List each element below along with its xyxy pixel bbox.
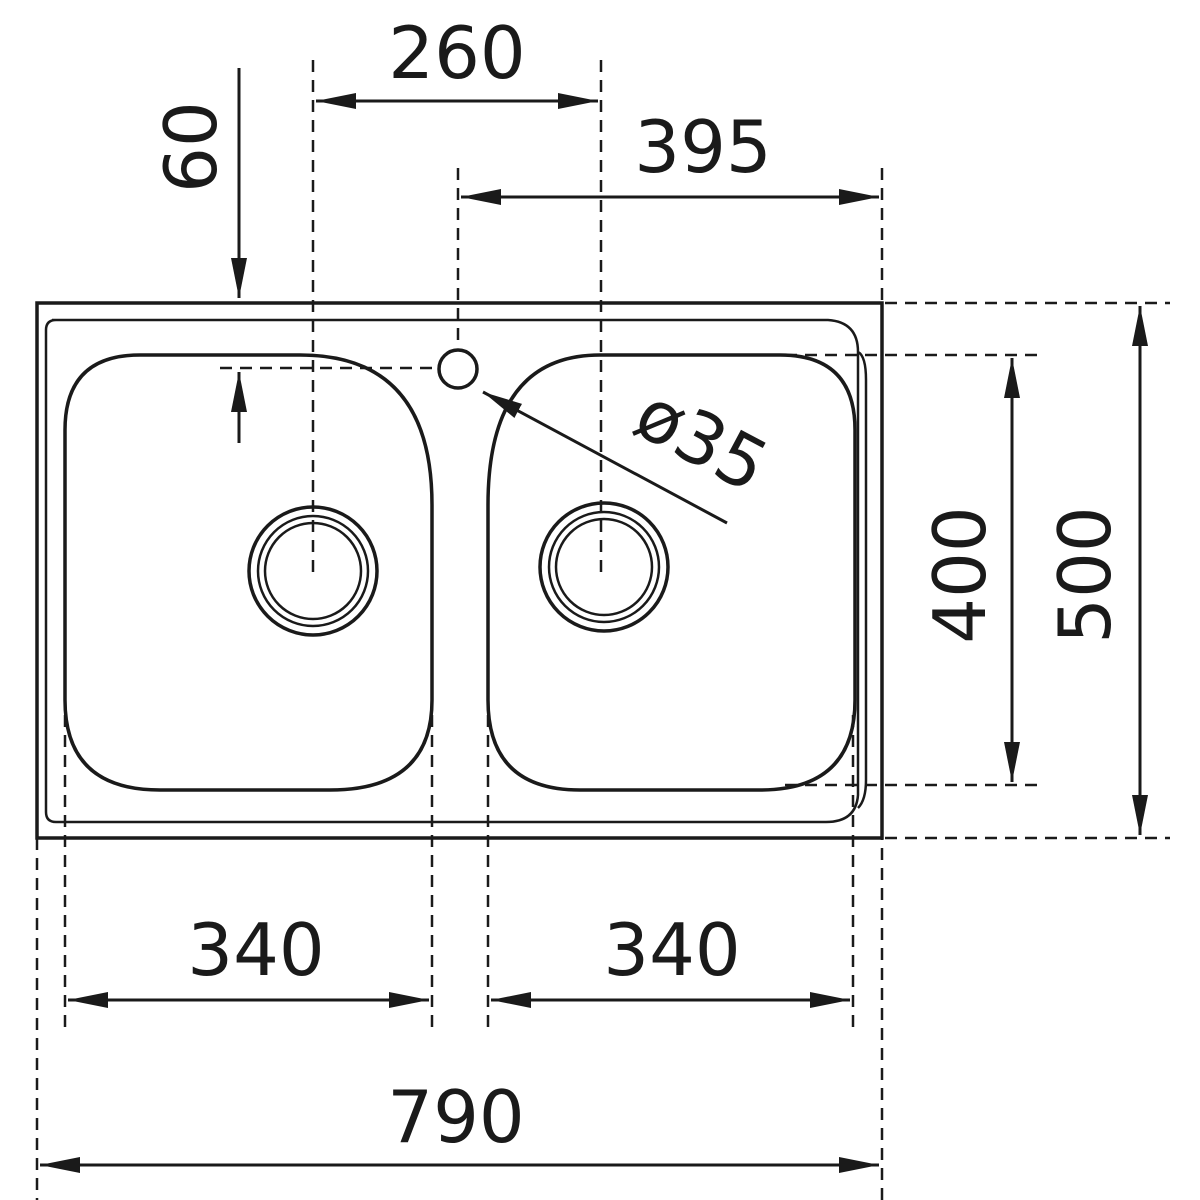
right-drain [538,501,670,633]
sink-outer-rim [35,301,884,840]
label-bowl-depth: 400 [918,506,1002,643]
label-left-bowl-width: 340 [187,908,324,992]
label-overall-depth: 500 [1043,506,1127,643]
tap-hole [437,348,479,390]
sink-body [35,301,884,840]
left-bowl [63,353,434,792]
label-overall-width: 790 [387,1075,524,1159]
sink-inner-rim [44,318,860,824]
label-tap-hole-diameter: ø35 [622,371,781,509]
label-front-margin: 60 [149,101,233,193]
label-right-bowl-width: 340 [603,908,740,992]
label-tap-hole-offset: 395 [634,105,771,189]
label-drain-spacing: 260 [388,11,525,95]
drainer-edge [857,350,868,809]
dimension-labels: 260 395 60 ø35 400 500 340 340 790 [149,11,1127,1159]
extension-lines [35,60,1170,1200]
dim-line-tap-leader [482,390,728,525]
dimension-lines [40,68,1148,1173]
